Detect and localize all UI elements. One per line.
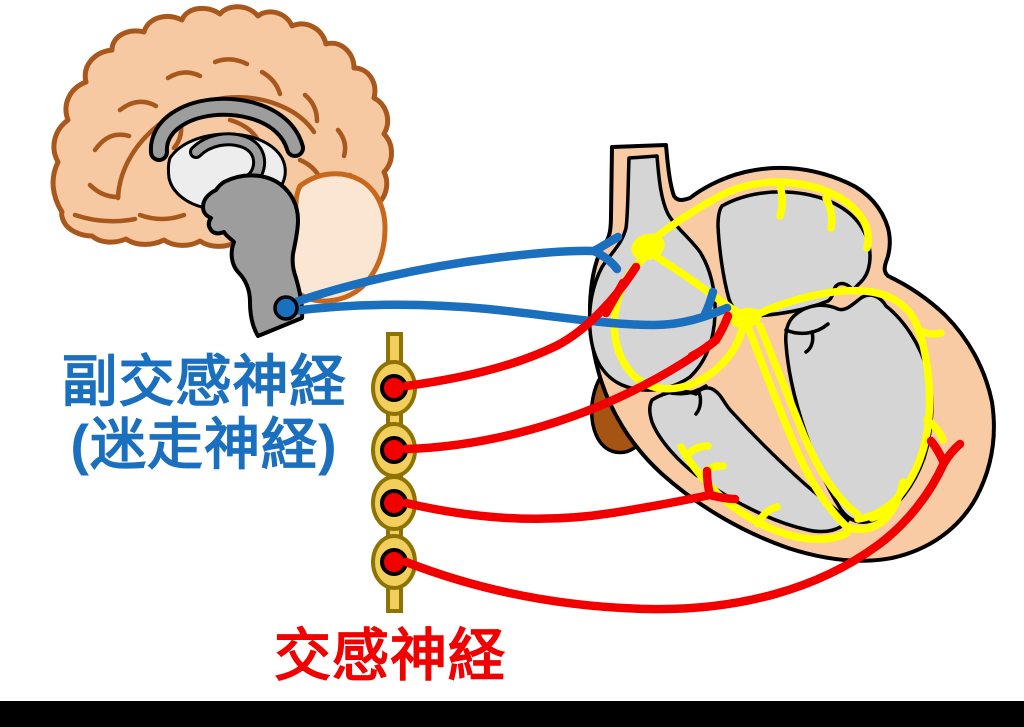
cardiac-conduction-system xyxy=(610,178,947,543)
purkinje-twig xyxy=(754,503,781,528)
vagus-ending-fork xyxy=(700,287,718,319)
purkinje-twig xyxy=(914,326,945,338)
sympathetic-branch-to-apex xyxy=(401,458,949,614)
heart-illustration xyxy=(587,143,996,563)
bundle-branch-left xyxy=(745,325,851,531)
purkinje-twig xyxy=(683,442,712,459)
vagus-branch-to-sa-node xyxy=(288,246,599,308)
av-node xyxy=(730,307,762,329)
vagus-branch-to-av-node xyxy=(288,300,732,330)
sympathetic-branch-to-ventricle-wall xyxy=(401,490,715,523)
brain-illustration xyxy=(50,4,394,338)
corpus-callosum xyxy=(152,100,301,158)
bundle-apex-hook xyxy=(843,478,907,534)
sympathetic-branch-to-av-node xyxy=(401,335,721,454)
vagus-origin-dot xyxy=(273,295,299,321)
sympathetic-label: 交感神経 xyxy=(274,624,506,688)
sympathetic-chain-illustration xyxy=(371,332,417,613)
vagus-ending-fork xyxy=(589,246,622,274)
sympathetic-nerves-illustration xyxy=(401,262,965,614)
sympathetic-ending-fork xyxy=(687,335,721,361)
tricuspid-valve-flap xyxy=(694,388,703,416)
bottom-black-bar xyxy=(0,701,1024,727)
brainstem-shape xyxy=(201,173,305,338)
parasympathetic-label-line2: (迷走神経) xyxy=(70,413,338,476)
sa-node xyxy=(631,233,665,261)
mitral-valve-line xyxy=(784,322,830,336)
vagus-nerve-illustration xyxy=(273,232,732,330)
purkinje-twig xyxy=(697,462,727,481)
sympathetic-ending-fork xyxy=(939,439,965,468)
sympathetic-ending-fork xyxy=(705,490,740,504)
mitral-valve-flap xyxy=(804,330,815,354)
purkinje-twig xyxy=(923,416,947,444)
internodal-loop-branch xyxy=(610,255,749,393)
bundle-branch-right xyxy=(756,322,861,518)
parasympathetic-label: 副交感神経 (迷走神経) xyxy=(8,350,400,476)
parasympathetic-label-line1: 副交感神経 xyxy=(61,350,347,413)
purkinje-wall-branch xyxy=(677,443,851,543)
atrial-twig xyxy=(776,181,786,220)
atrial-roof-branch xyxy=(647,178,872,252)
sympathetic-ending-fork xyxy=(601,278,628,318)
atrial-twig xyxy=(822,194,836,232)
